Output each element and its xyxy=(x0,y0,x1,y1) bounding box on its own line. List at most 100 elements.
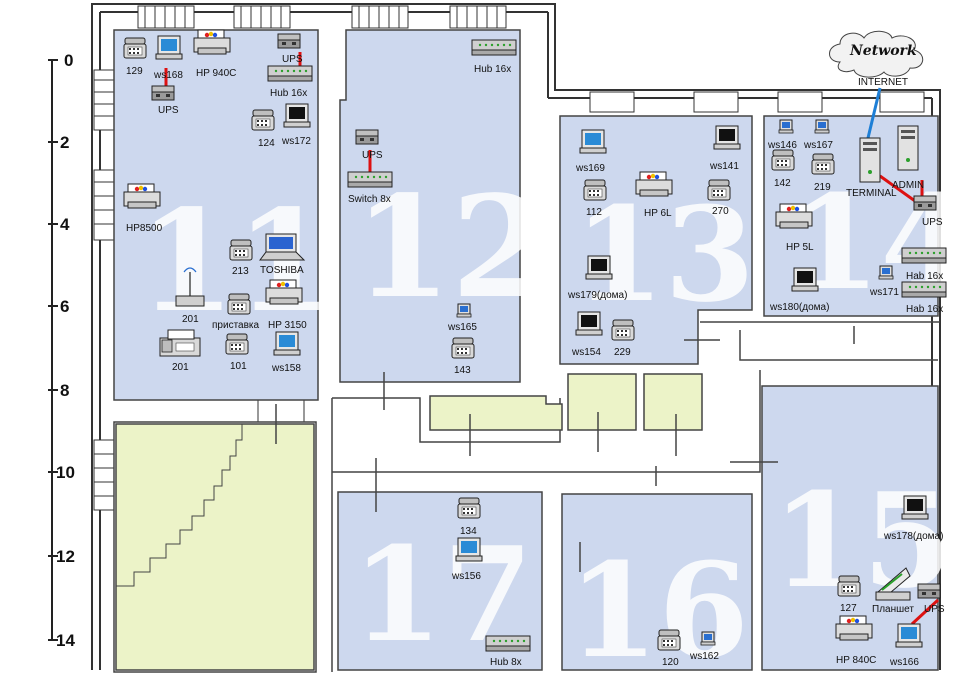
workstation-icon xyxy=(155,35,183,60)
stairwells xyxy=(115,373,703,671)
label-213: 213 xyxy=(232,266,249,277)
label-hab1: Hab 16x xyxy=(906,271,943,282)
label-planshet: Планшет xyxy=(872,604,914,615)
phone-icon xyxy=(583,179,607,201)
label-219: 219 xyxy=(814,182,831,193)
label-toshiba: TOSHIBA xyxy=(260,265,304,276)
label-ws172: ws172 xyxy=(281,136,311,147)
label-hp940c: HP 940C xyxy=(196,68,236,79)
label-hp840c: HP 840C xyxy=(836,655,876,666)
label-hp8500: HP8500 xyxy=(126,223,163,234)
room-number-16: 16 xyxy=(568,534,749,673)
label-hab2: Hab 16x xyxy=(906,304,943,315)
internet-link xyxy=(866,87,882,139)
network-label: Network xyxy=(849,43,917,59)
room-13-devices: ws169 ws141 112 HP 6L 270 ws179(дома) ws… xyxy=(567,125,741,358)
workstation-icon xyxy=(585,255,613,280)
room-17-devices: 134 ws156 Hub 8x xyxy=(451,497,531,668)
label-switch8x: Switch 8x xyxy=(348,194,391,205)
workstation-icon xyxy=(456,303,472,318)
phone-icon xyxy=(457,497,481,519)
label-101: 101 xyxy=(230,361,247,372)
scanner-icon xyxy=(875,567,911,601)
phone-icon xyxy=(227,293,251,315)
label-hp6l: HP 6L xyxy=(644,208,672,219)
label-ws141: ws141 xyxy=(709,161,739,172)
label-143: 143 xyxy=(454,365,471,376)
phone-icon xyxy=(123,37,147,59)
phone-icon xyxy=(771,149,795,171)
scale-mark-6: 6 xyxy=(60,297,69,316)
workstation-icon xyxy=(778,119,794,134)
scale-mark-8: 8 xyxy=(60,381,69,400)
phone-icon xyxy=(837,575,861,597)
phone-icon xyxy=(251,109,275,131)
label-ws179: ws179(дома) xyxy=(567,290,627,301)
label-127: 127 xyxy=(840,603,857,614)
workstation-icon xyxy=(878,265,894,280)
label-ws154: ws154 xyxy=(571,347,601,358)
label-ws169: ws169 xyxy=(575,163,605,174)
scale-mark-12: 12 xyxy=(56,547,75,566)
room-12 xyxy=(339,29,521,383)
label-ws166: ws166 xyxy=(889,657,919,668)
label-ups-left: UPS xyxy=(158,105,179,116)
label-129: 129 xyxy=(126,66,143,77)
label-ups: UPS xyxy=(924,604,945,615)
ups-icon xyxy=(913,195,937,211)
ups-icon xyxy=(355,129,379,145)
scale-mark-14: 14 xyxy=(56,631,75,650)
switch-icon xyxy=(347,171,393,188)
label-112: 112 xyxy=(586,207,602,218)
scale-mark-10: 10 xyxy=(56,463,75,482)
label-hp5l: HP 5L xyxy=(786,242,814,253)
room-16 xyxy=(561,493,753,671)
label-ws171: ws171 xyxy=(869,287,899,298)
workstation-icon xyxy=(575,311,603,336)
internet-label: INTERNET xyxy=(858,77,908,88)
ups-icon xyxy=(151,85,175,101)
label-terminal: TERMINAL xyxy=(846,188,897,199)
label-124: 124 xyxy=(258,138,275,149)
label-fax-201: 201 xyxy=(172,362,189,373)
workstation-icon xyxy=(455,537,483,562)
phone-icon xyxy=(657,629,681,651)
hub-icon xyxy=(485,635,531,652)
label-hub16x: Hub 16x xyxy=(474,64,511,75)
hub-icon xyxy=(901,247,947,264)
scale-bar: 0 2 4 6 8 10 12 14 xyxy=(48,51,75,650)
phone-icon xyxy=(229,239,253,261)
workstation-icon xyxy=(283,103,311,128)
label-270: 270 xyxy=(712,206,729,217)
label-pristavka: приставка xyxy=(212,320,259,331)
ups-icon xyxy=(277,33,301,49)
workstation-icon xyxy=(713,125,741,150)
label-ups: UPS xyxy=(362,150,383,161)
label-ws178: ws178(дома) xyxy=(883,531,943,542)
room-number-11: 11 xyxy=(138,180,333,344)
phone-icon xyxy=(451,337,475,359)
room-13 xyxy=(559,115,753,365)
wifi-router-icon xyxy=(175,267,205,307)
workstation-icon xyxy=(901,495,929,520)
label-ws168: ws168 xyxy=(153,70,183,81)
label-hub8x: Hub 8x xyxy=(490,657,522,668)
scale-mark-0: 0 xyxy=(64,51,73,70)
label-ws156: ws156 xyxy=(451,571,481,582)
workstation-icon xyxy=(273,331,301,356)
ups-icon xyxy=(917,583,941,599)
label-ups-top: UPS xyxy=(282,54,303,65)
phone-icon xyxy=(611,319,635,341)
label-ws146: ws146 xyxy=(767,140,797,151)
phone-icon xyxy=(225,333,249,355)
network-cloud: Network INTERNET xyxy=(829,30,924,88)
label-ws167: ws167 xyxy=(803,140,833,151)
room-number-12: 12 xyxy=(354,166,549,330)
room-15-devices: ws178(дома) 127 Планшет UPS HP 840C ws16… xyxy=(835,495,945,668)
phone-icon xyxy=(811,153,835,175)
scale-mark-4: 4 xyxy=(60,215,70,234)
label-134: 134 xyxy=(460,526,477,537)
workstation-icon xyxy=(814,119,830,134)
rooms xyxy=(113,29,939,671)
